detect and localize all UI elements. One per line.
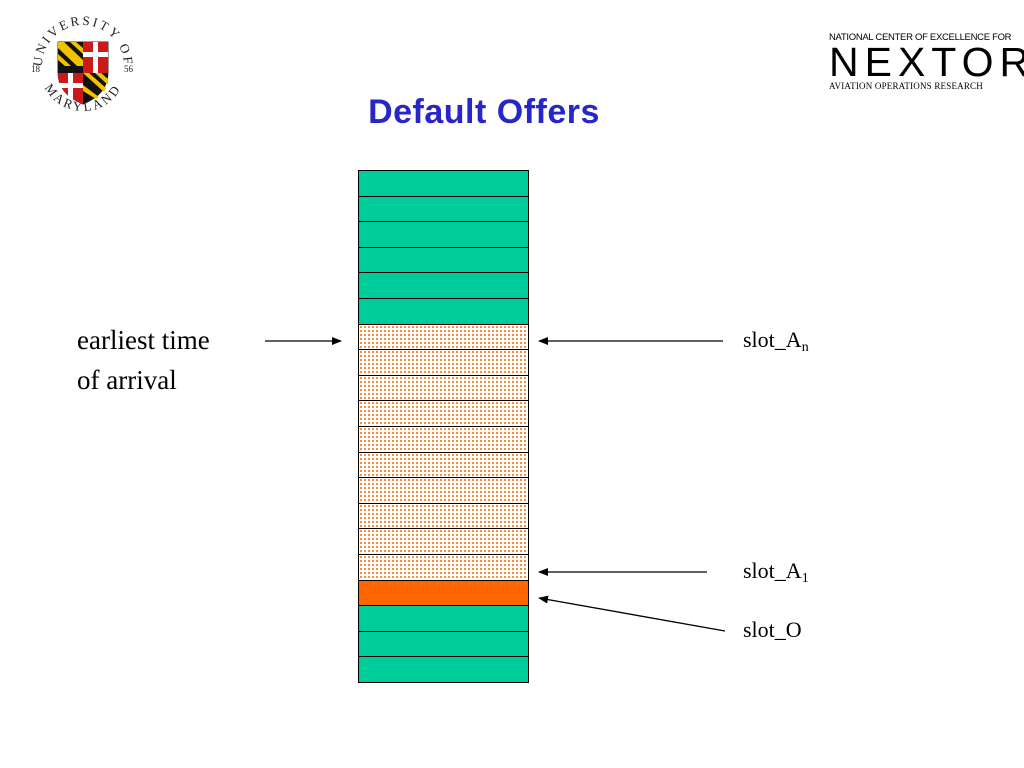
slot-cell-dotted: [358, 452, 529, 478]
slot-a1-label-sub: 1: [801, 571, 809, 586]
slot-cell-dotted: [358, 375, 529, 401]
slot-cell-dotted: [358, 503, 529, 529]
nextor-logo-line1: NATIONAL CENTER OF EXCELLENCE FOR: [829, 32, 1012, 43]
slot-o-label-base: slot_O: [743, 617, 802, 642]
slot-an-label-base: slot_A: [743, 327, 802, 352]
earliest-arrival-label-line2: of arrival: [77, 365, 177, 395]
nextor-logo-wordmark: NEXTOR: [829, 39, 1024, 85]
slot-cell-dotted: [358, 554, 529, 581]
slot-cell-green: [358, 656, 529, 683]
slot-cell-dotted: [358, 426, 529, 453]
nextor-logo: NATIONAL CENTER OF EXCELLENCE FOR NEXTOR…: [829, 32, 1024, 91]
slide-title: Default Offers: [368, 93, 600, 131]
university-seal-logo: UNIVERSITY OF MARYLAND 18 56: [20, 2, 145, 127]
slot-a1-label-base: slot_A: [743, 558, 802, 583]
slot-cell-dotted: [358, 400, 529, 427]
svg-text:56: 56: [124, 64, 134, 74]
earliest-arrival-label: earliest time of arrival: [77, 320, 210, 400]
slot-cell-dotted: [358, 324, 529, 350]
svg-text:18: 18: [31, 64, 41, 74]
slot-a1-label: slot_A1: [743, 558, 809, 587]
slot-o-arrow: [538, 595, 726, 632]
slot-o-label: slot_O: [743, 617, 802, 643]
slot-cell-green: [358, 221, 529, 248]
slot-cell-dotted: [358, 477, 529, 504]
slot-an-label: slot_An: [743, 327, 809, 356]
slot-cell-green: [358, 170, 529, 197]
slot-cell-dotted: [358, 349, 529, 376]
slot-stack: [358, 170, 529, 683]
slot-cell-green: [358, 272, 529, 299]
slot-an-label-sub: n: [801, 340, 809, 355]
earliest-arrival-label-line1: earliest time: [77, 325, 210, 355]
slot-cell-dotted: [358, 528, 529, 555]
slot-cell-green: [358, 631, 529, 657]
seal-graphic: UNIVERSITY OF MARYLAND 18 56: [30, 13, 134, 115]
nextor-logo-line3: AVIATION OPERATIONS RESEARCH: [829, 81, 983, 91]
